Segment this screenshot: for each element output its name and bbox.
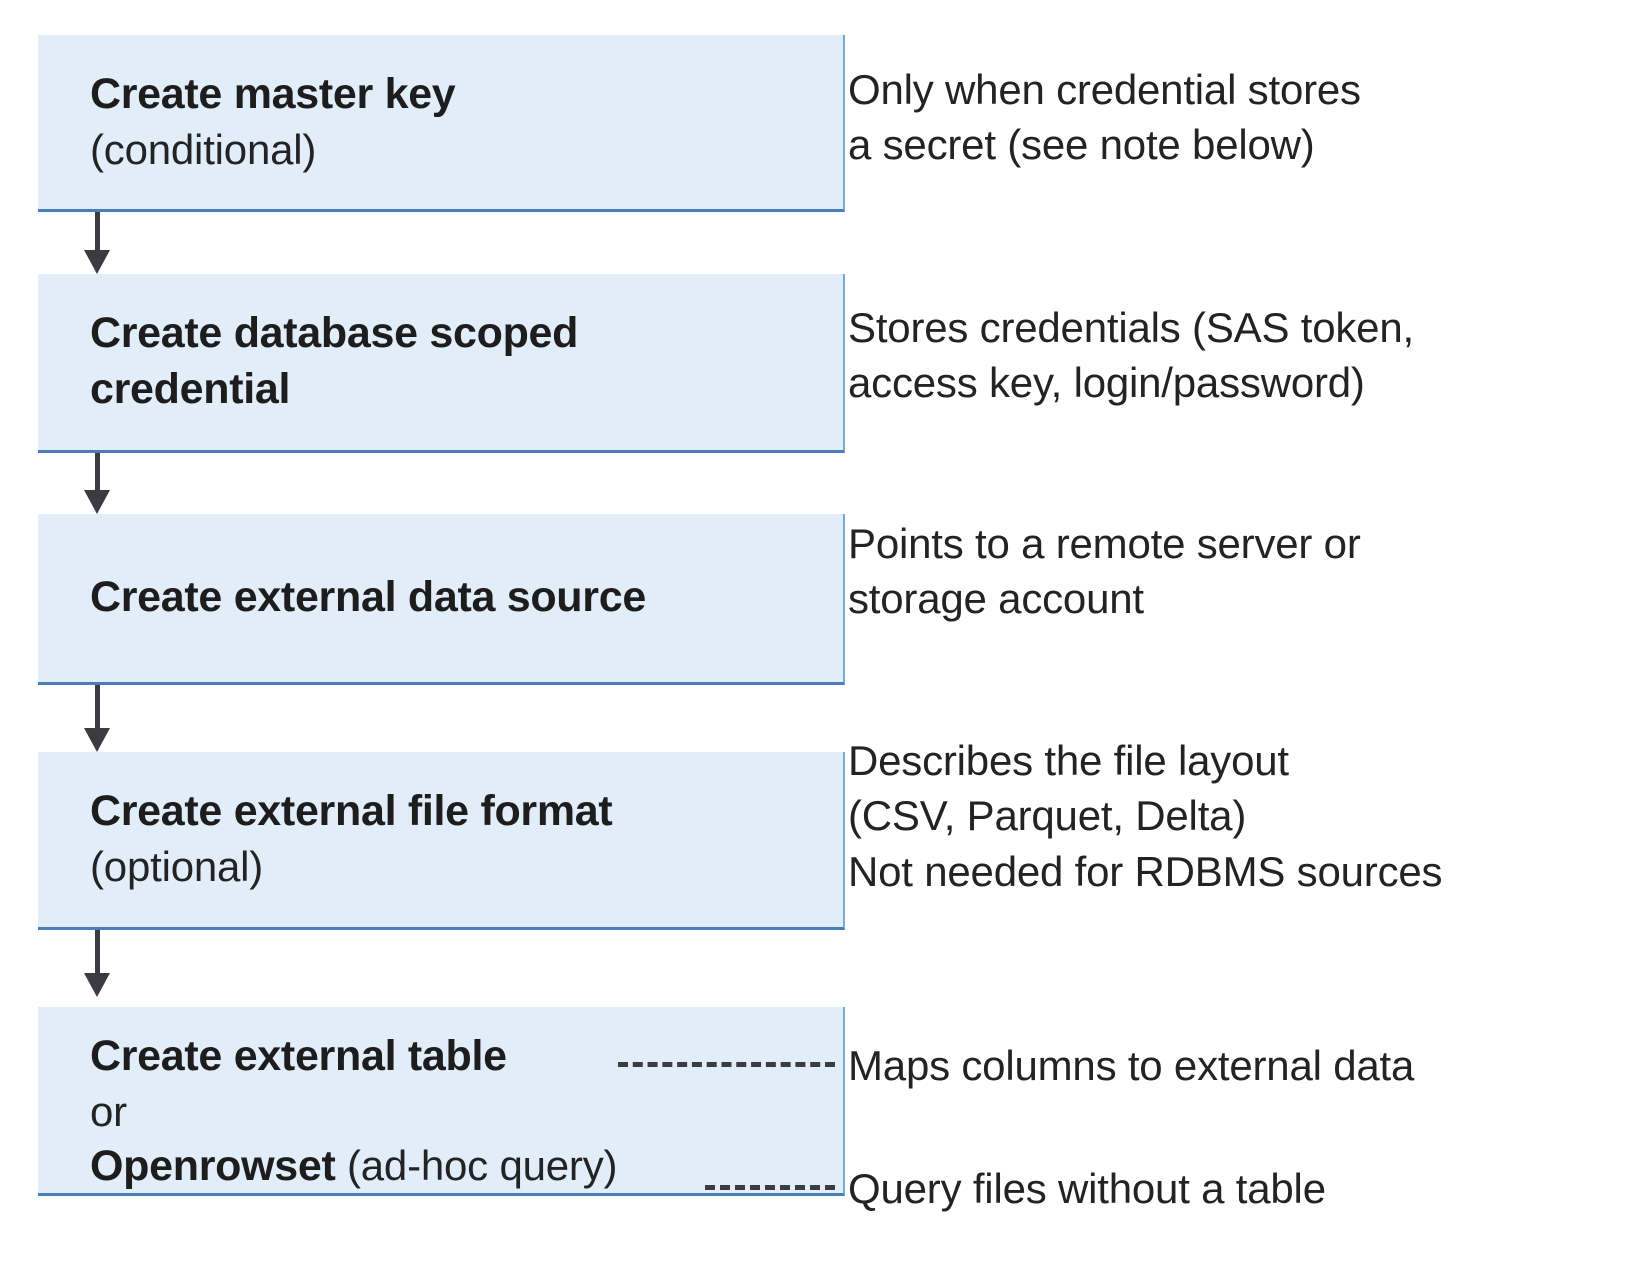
- step-subtitle: (optional): [90, 843, 264, 891]
- note-line: Query files without a table: [848, 1165, 1326, 1212]
- step-box-create-external-file-format[interactable]: Create external file format (optional): [38, 752, 845, 930]
- note-line: access key, login/password): [848, 359, 1365, 407]
- dashed-connector-openrowset: [705, 1185, 835, 1190]
- note-openrowset: Query files without a table: [848, 1161, 1326, 1216]
- arrow-connector-4: [84, 930, 110, 997]
- step-box-create-master-key[interactable]: Create master key (conditional): [38, 35, 845, 212]
- step-title-openrowset: Openrowset: [90, 1142, 336, 1191]
- note-line: Only when credential stores: [848, 66, 1361, 113]
- step-box-create-database-scoped-credential[interactable]: Create database scoped credential: [38, 274, 845, 453]
- note-line: (CSV, Parquet, Delta): [848, 792, 1247, 840]
- step-label-line: (optional): [38, 840, 843, 895]
- note-create-master-key: Only when credential stores a secret (se…: [848, 62, 1361, 173]
- step-label-line: (conditional): [38, 123, 843, 178]
- step-title: Create master key: [90, 69, 456, 118]
- step-label-line: Create external file format: [38, 784, 843, 840]
- step-subtitle-openrowset: (ad-hoc query): [335, 1142, 618, 1190]
- arrow-connector-2: [84, 453, 110, 514]
- note-line: Not needed for RDBMS sources: [848, 847, 1443, 895]
- step-title: Create external data source: [90, 573, 646, 622]
- step-box-create-external-data-source[interactable]: Create external data source: [38, 514, 845, 685]
- step-label-line: Create database scoped: [38, 306, 843, 362]
- step-title: Create external file format: [90, 787, 613, 836]
- note-create-external-file-format: Describes the file layout (CSV, Parquet,…: [848, 733, 1443, 899]
- step-label-or: or: [90, 1087, 127, 1135]
- dashed-connector-external-table: [618, 1062, 835, 1067]
- step-title: Create database scoped: [90, 309, 579, 358]
- step-title-cont: credential: [90, 365, 291, 413]
- arrow-connector-1: [84, 212, 110, 274]
- note-create-database-scoped-credential: Stores credentials (SAS token, access ke…: [848, 300, 1414, 411]
- note-create-external-data-source: Points to a remote server or storage acc…: [848, 516, 1361, 627]
- step-label-line: Create external table: [38, 1029, 843, 1085]
- note-line: Maps columns to external data: [848, 1042, 1415, 1089]
- note-line: Describes the file layout: [848, 737, 1289, 784]
- step-label-line: Create external data source: [38, 570, 843, 626]
- step-label-line: Openrowset (ad-hoc query): [38, 1139, 843, 1195]
- note-line: Points to a remote server or: [848, 520, 1361, 567]
- note-line: storage account: [848, 575, 1144, 623]
- arrow-connector-3: [84, 685, 110, 752]
- step-subtitle: (conditional): [90, 125, 317, 173]
- note-line: Stores credentials (SAS token,: [848, 304, 1414, 351]
- step-box-create-external-table-or-openrowset[interactable]: Create external table or Openrowset (ad-…: [38, 1007, 845, 1196]
- step-title-external-table: Create external table: [90, 1032, 507, 1080]
- step-label-line: credential: [38, 362, 843, 418]
- step-label-line: or: [38, 1085, 843, 1140]
- step-label-line: Create master key: [38, 67, 843, 123]
- note-line: a secret (see note below): [848, 121, 1315, 169]
- note-create-external-table: Maps columns to external data: [848, 1038, 1414, 1093]
